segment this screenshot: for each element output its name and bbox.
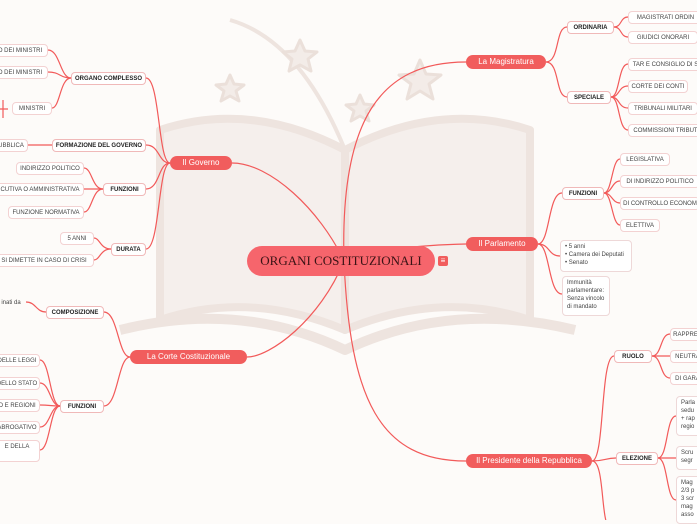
presidente-ruolo-item[interactable]: RAPPRES — [670, 328, 697, 341]
root-title: ORGANI COSTITUZIONALI — [260, 253, 422, 268]
magistratura-ordinaria-item[interactable]: GIUDICI ONORARI — [628, 31, 697, 44]
corte-funzioni-item[interactable]: DELLE LEGGI — [0, 354, 40, 367]
elezione-line: Parla — [681, 400, 696, 406]
presidente-elezione-box[interactable]: Mag 2/3 p 3 scr mag asso — [676, 476, 697, 524]
governo-formazione[interactable]: FORMAZIONE DEL GOVERNO — [52, 139, 146, 152]
parlamento-immunita-box[interactable]: Immunità parlamentare: Senza vincolo di … — [562, 276, 610, 316]
elezione-line: 3 scr — [681, 496, 695, 502]
governo-organo-complesso[interactable]: ORGANO COMPLESSO — [71, 72, 146, 85]
governo-organo-item[interactable]: O DEI MINISTRI — [0, 44, 48, 57]
branch-presidente[interactable]: Il Presidente della Repubblica — [466, 454, 592, 468]
elezione-line: 2/3 p — [681, 488, 695, 494]
corte-funzioni-item[interactable]: O E REGIONI — [0, 399, 40, 412]
parlamento-immunita-line: parlamentare: — [567, 288, 605, 294]
governo-funzioni-item[interactable]: FUNZIONE NORMATIVA — [8, 206, 84, 219]
corte-composizione-item[interactable]: inati da — [1, 300, 21, 306]
magistratura-ordinaria[interactable]: ORDINARIA — [567, 21, 614, 34]
governo-durata-item[interactable]: 5 ANNI — [60, 232, 94, 245]
presidente-ruolo-item[interactable]: DI GARA — [670, 372, 697, 385]
book-illustration — [118, 18, 577, 355]
corte-funzioni-item[interactable]: DELLO STATO — [0, 377, 40, 390]
root-node[interactable]: ORGANI COSTITUZIONALI — [247, 246, 435, 276]
presidente-elezione-box[interactable]: Scru segr — [676, 446, 697, 470]
connector-lines — [0, 16, 677, 520]
elezione-line: sedu — [681, 408, 695, 414]
parlamento-funzioni-item[interactable]: ELETTIVA — [620, 219, 660, 232]
branch-governo[interactable]: Il Governo — [170, 156, 232, 170]
elezione-line: mag — [681, 504, 693, 510]
governo-organo-item[interactable]: O DEI MINISTRI — [0, 66, 48, 79]
menu-icon[interactable]: ≡ — [438, 256, 448, 266]
elezione-line: segr — [681, 458, 693, 464]
presidente-elezione-box[interactable]: Parla sedu + rap regio — [676, 396, 697, 436]
parlamento-immunita-line: Senza vincolo — [567, 296, 605, 302]
governo-durata-item[interactable]: SI DIMETTE IN CASO DI CRISI — [0, 254, 94, 267]
governo-durata[interactable]: DURATA — [111, 243, 146, 256]
governo-funzioni[interactable]: FUNZIONI — [103, 183, 146, 196]
magistratura-speciale-item[interactable]: TRIBUNALI MILITARI — [628, 102, 697, 115]
elezione-line: regio — [681, 424, 695, 430]
parlamento-immunita-line: di mandato — [567, 304, 597, 310]
magistratura-ordinaria-item[interactable]: MAGISTRATI ORDIN — [628, 11, 697, 24]
magistratura-speciale[interactable]: SPECIALE — [567, 91, 611, 104]
elezione-line: + rap — [681, 416, 695, 422]
presidente-ruolo[interactable]: RUOLO — [614, 350, 652, 363]
magistratura-speciale-item[interactable]: COMMISSIONI TRIBUT — [628, 124, 697, 137]
parlamento-durata-line: • 5 anni — [565, 244, 586, 250]
elezione-line: Mag — [681, 480, 693, 486]
branch-parlamento[interactable]: Il Parlamento — [466, 237, 538, 251]
parlamento-funzioni-item[interactable]: DI CONTROLLO ECONOM — [620, 197, 697, 210]
presidente-elezione[interactable]: ELEZIONE — [616, 452, 658, 465]
parlamento-durata-line: • Senato — [565, 260, 588, 266]
corte-composizione[interactable]: COMPOSIZIONE — [46, 306, 104, 319]
presidente-ruolo-item[interactable]: NEUTRA — [670, 350, 697, 363]
governo-funzioni-item[interactable]: INDIRIZZO POLITICO — [16, 162, 84, 175]
elezione-line: Scru — [681, 450, 694, 456]
parlamento-immunita-line: Immunità — [567, 280, 592, 286]
magistratura-speciale-item[interactable]: CORTE DEI CONTI — [628, 80, 688, 93]
parlamento-funzioni-item[interactable]: DI INDIRIZZO POLITICO — [620, 175, 697, 188]
magistratura-speciale-item[interactable]: TAR E CONSIGLIO DI S — [628, 58, 697, 71]
governo-funzioni-item[interactable]: CUTIVA O AMMINISTRATIVA — [0, 183, 84, 196]
corte-funzioni-item[interactable]: E DELLA — [0, 440, 40, 462]
corte-funzioni-item[interactable]: ABROGATIVO — [0, 421, 40, 434]
parlamento-funzioni[interactable]: FUNZIONI — [562, 187, 604, 200]
elezione-line: asso — [681, 512, 694, 518]
corte-funzioni[interactable]: FUNZIONI — [60, 400, 104, 413]
parlamento-durata-box[interactable]: • 5 anni • Camera dei Deputati • Senato — [560, 240, 632, 272]
governo-formazione-item[interactable]: UBBLICA — [0, 139, 28, 152]
branch-magistratura[interactable]: La Magistratura — [466, 55, 546, 69]
parlamento-durata-line: • Camera dei Deputati — [565, 252, 624, 258]
branch-corte[interactable]: La Corte Costituzionale — [130, 350, 247, 364]
parlamento-funzioni-item[interactable]: LEGISLATIVA — [620, 153, 670, 166]
governo-organo-item[interactable]: MINISTRI — [12, 102, 52, 115]
